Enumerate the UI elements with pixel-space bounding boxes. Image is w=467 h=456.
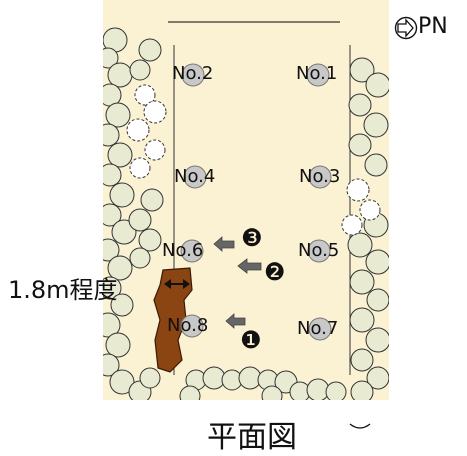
shrub — [107, 142, 133, 168]
arc-mark — [349, 423, 371, 429]
step-3-badge: ❸ — [241, 224, 263, 252]
shrub — [365, 327, 389, 353]
shrub — [138, 38, 162, 62]
shrub — [129, 59, 151, 81]
step-1-badge: ❶ — [240, 326, 262, 354]
shrub — [350, 348, 374, 372]
shrub — [103, 312, 121, 338]
point-label-no6: No.6 — [162, 240, 204, 261]
marker-no4 — [183, 165, 207, 189]
shrub — [366, 288, 389, 312]
removed-shrub — [126, 118, 150, 142]
shrub — [348, 93, 372, 117]
shrub — [103, 203, 122, 227]
shrub — [109, 369, 135, 395]
north-label: PN — [418, 14, 448, 39]
point-label-no7: No.7 — [297, 318, 339, 339]
dimension-arrow — [164, 279, 190, 289]
shrub — [103, 276, 122, 300]
shrub — [138, 228, 162, 252]
marker-no5 — [307, 239, 331, 263]
shrub — [364, 153, 388, 177]
shrub — [349, 307, 375, 333]
arrow-step-2 — [237, 258, 262, 274]
shrub — [349, 57, 375, 83]
shrub — [347, 232, 373, 258]
shrub — [103, 123, 120, 147]
point-label-no3: No.3 — [299, 166, 341, 187]
arrow-step-1 — [225, 313, 246, 329]
removed-shrub — [143, 100, 167, 124]
removed-shrub — [341, 214, 363, 236]
point-label-no5: No.5 — [298, 240, 340, 261]
removed-shrub — [359, 199, 381, 221]
shrub — [107, 255, 133, 281]
shrub — [365, 72, 389, 98]
removed-shrub — [346, 178, 370, 202]
marker-no7 — [308, 317, 332, 341]
step-2-badge: ❷ — [264, 258, 286, 286]
shrub — [363, 112, 389, 138]
removed-shrub — [129, 157, 151, 179]
shrub — [179, 385, 201, 400]
shrub — [103, 163, 122, 187]
arrow-step-3 — [213, 236, 235, 252]
shrub — [109, 182, 135, 208]
shrub — [105, 102, 131, 128]
shrub — [111, 219, 137, 245]
shrub — [366, 366, 389, 390]
point-label-no4: No.4 — [174, 166, 216, 187]
point-label-no8: No.8 — [167, 315, 209, 336]
shrub — [365, 249, 389, 275]
shrub-group — [103, 27, 389, 400]
marker-no1 — [306, 63, 330, 87]
dimension-label: 1.8m程度 — [8, 276, 118, 304]
marker-no8 — [180, 314, 204, 338]
caption: 平面図 — [207, 420, 297, 455]
shrub — [107, 62, 133, 88]
shrub — [105, 332, 131, 358]
shrub — [350, 380, 374, 400]
marker-no2 — [181, 63, 205, 87]
shrub — [129, 247, 151, 269]
shrub — [103, 353, 120, 377]
shrub — [110, 293, 134, 317]
north-arrow-icon — [394, 16, 418, 40]
point-label-no1: No.1 — [296, 63, 338, 84]
shrub — [325, 381, 347, 400]
marker-no3 — [308, 165, 332, 189]
removed-shrub — [144, 139, 166, 161]
marker-no6 — [180, 239, 204, 263]
shrub — [349, 269, 375, 295]
removed-shrub — [134, 84, 156, 106]
shrub — [103, 47, 119, 69]
shrub — [261, 385, 283, 400]
shrub — [103, 238, 120, 262]
point-label-no2: No.2 — [172, 63, 214, 84]
wooden-barrier — [153, 267, 193, 373]
shrub — [128, 208, 152, 232]
shrub — [348, 133, 372, 157]
shrub — [140, 188, 164, 212]
shrub — [139, 367, 161, 389]
